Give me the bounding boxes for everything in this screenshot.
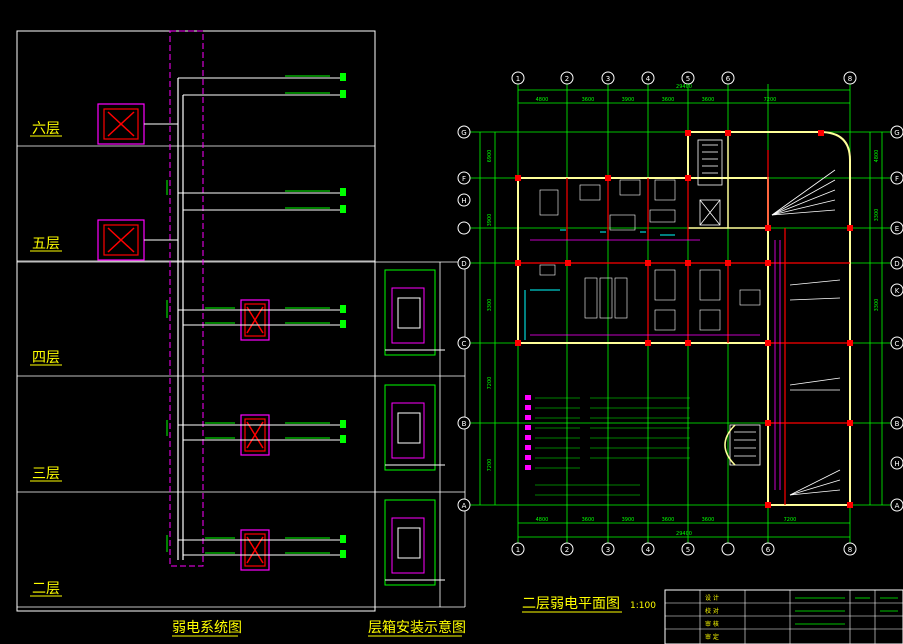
col-axis-labels-bottom: 1 2 3 4 5 6 8 [516,546,852,554]
axis-row-right-7: H [894,460,899,468]
axis-row-right-1: F [895,175,899,183]
floor-label-5: 五层 [32,236,60,252]
axis-col-8-b: 8 [848,546,852,554]
axis-row-left-2: H [461,197,466,205]
building-walls [515,130,853,508]
plan-legend [535,397,690,496]
axis-row-right-3: D [894,260,899,268]
axis-col-6: 6 [726,75,731,83]
top-dim-2: 3900 [622,97,635,103]
row-axis-labels-left: G F H D C B A [461,129,466,510]
axis-col-3-b: 3 [606,546,610,554]
top-dimensions: 29400 4800 3600 3900 3600 3600 7200 [536,84,777,103]
left-dimensions: 6900 3900 3300 7200 7200 [487,150,493,472]
axis-row-right-0: G [894,129,899,137]
floor-label-2: 二层 [32,581,60,597]
top-dim-5: 7200 [764,97,777,103]
axis-row-left-3: D [461,260,466,268]
axis-row-right-5: C [895,340,900,348]
floor-label-6: 六层 [32,121,60,137]
right-dimensions: 4800 3300 3300 [874,150,880,312]
axis-col-3: 3 [606,75,610,83]
axis-col-6-b: 6 [766,546,771,554]
right-dim-2: 3300 [874,299,880,312]
bottom-total-dim: 29400 [676,531,692,537]
col-axis-labels-top: 1 2 3 4 5 6 8 [516,75,852,83]
axis-row-left-1: F [462,175,466,183]
box-install-title: 层箱安装示意图 [368,619,466,636]
bottom-dimensions: 4800 3600 3900 3600 3600 7200 29400 [536,517,797,537]
floor-label-3: 三层 [32,466,60,482]
axis-col-1: 1 [516,75,520,83]
axis-row-right-8: A [895,502,900,510]
title-block-row-1: 校 对 [705,607,719,615]
axis-col-5: 5 [686,75,690,83]
plan-title: 二层弱电平面图 [522,596,620,612]
right-dim-1: 3300 [874,209,880,222]
row-axis-labels-right: G F E D K C B H A [894,129,899,510]
box-install-diagram: 层箱安装示意图 [368,262,466,637]
bottom-dim-0: 4800 [536,517,549,523]
top-dim-3: 3600 [662,97,675,103]
left-dim-2: 3300 [487,299,493,312]
axis-col-5-b: 5 [686,546,690,554]
axis-col-4: 4 [646,75,651,83]
right-dim-0: 4800 [874,150,880,163]
axis-col-2: 2 [565,75,569,83]
axis-row-right-2: E [895,225,899,233]
top-dim-4: 3600 [702,97,715,103]
bottom-dim-5: 7200 [784,517,797,523]
axis-row-right-6: B [895,420,900,428]
bottom-dim-2: 3900 [622,517,635,523]
top-total-dim: 29400 [676,84,692,90]
top-dim-0: 4800 [536,97,549,103]
axis-col-1-b: 1 [516,546,520,554]
install-detail-bottom [384,492,445,607]
left-dim-1: 3900 [487,214,493,227]
axis-col-4-b: 4 [646,546,651,554]
axis-col-2-b: 2 [565,546,569,554]
bottom-dim-1: 3600 [582,517,595,523]
system-diagram: 六层 五层 四层 三层 二层 弱电系统图 [16,30,465,637]
plan-scale: 1:100 [630,601,656,611]
axis-row-left-0: G [461,129,466,137]
axis-row-right-4: K [895,287,900,295]
title-block: 设 计 校 对 审 核 审 定 [664,589,903,644]
title-block-row-3: 审 定 [705,633,719,641]
install-detail-top [384,262,445,376]
floor-plan: 1 2 3 4 5 6 8 1 2 3 4 5 6 8 G F H D C B … [457,71,903,613]
floor-label-4: 四层 [32,350,60,366]
axis-row-left-4: C [462,340,467,348]
title-block-row-0: 设 计 [705,594,719,602]
left-dim-0: 6900 [487,150,493,163]
left-dim-3: 7200 [487,377,493,390]
axis-row-left-5: B [462,420,467,428]
bottom-dim-4: 3600 [702,517,715,523]
bottom-dim-3: 3600 [662,517,675,523]
top-dim-1: 3600 [582,97,595,103]
install-detail-mid [384,376,445,492]
axis-row-left-6: A [462,502,467,510]
left-dim-4: 7200 [487,459,493,472]
title-block-row-2: 审 核 [705,620,719,628]
axis-col-8: 8 [848,75,852,83]
system-diagram-title: 弱电系统图 [172,620,242,636]
